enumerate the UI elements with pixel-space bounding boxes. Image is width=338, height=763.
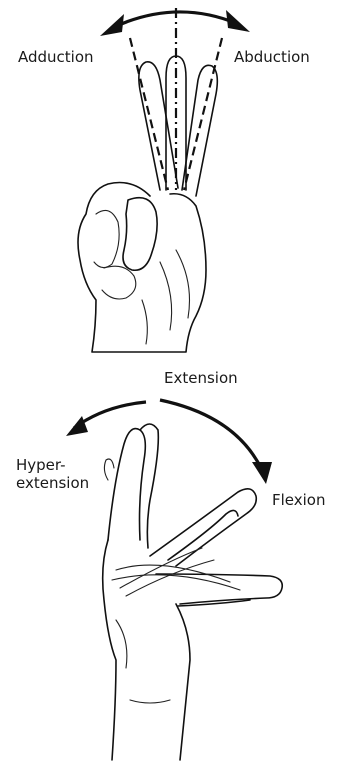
hyperextension-arrowhead xyxy=(66,416,88,436)
flexion-label: Flexion xyxy=(272,491,326,509)
palm-crease-3 xyxy=(142,300,147,344)
abduction-label: Abduction xyxy=(234,48,310,66)
extended-finger-back xyxy=(140,424,158,548)
flexion-extension-figure xyxy=(66,400,282,760)
flexion-arc xyxy=(160,400,262,470)
adduction-arrowhead xyxy=(100,14,124,36)
extended-finger xyxy=(108,429,145,540)
palm-crease-1 xyxy=(160,262,172,330)
flexed-finger-1 xyxy=(150,489,256,566)
abduction-arrowhead xyxy=(226,10,250,32)
palm-crease-2 xyxy=(176,250,190,318)
wrist-crease xyxy=(130,700,170,703)
curled-finger-2 xyxy=(102,266,136,299)
index-finger-left xyxy=(139,62,178,190)
extension-label: Extension xyxy=(164,369,238,387)
palm-outline xyxy=(176,604,190,760)
hyperextension-label-line2: extension xyxy=(16,474,89,492)
adduction-axis-line xyxy=(130,38,168,190)
hyperextended-tip xyxy=(104,459,114,480)
abduction-adduction-figure xyxy=(78,8,250,352)
hyperextension-label: Hyper- extension xyxy=(16,456,89,492)
curled-finger-1 xyxy=(94,210,119,267)
hand-outline xyxy=(103,540,116,760)
fist-outline xyxy=(78,183,206,353)
adduction-label: Adduction xyxy=(18,48,94,66)
abduction-axis-line xyxy=(184,38,222,190)
thumb-crease xyxy=(116,620,127,668)
thumb xyxy=(123,198,157,271)
hyperextension-label-line1: Hyper- xyxy=(16,456,89,474)
flexion-arrowhead xyxy=(252,462,272,484)
